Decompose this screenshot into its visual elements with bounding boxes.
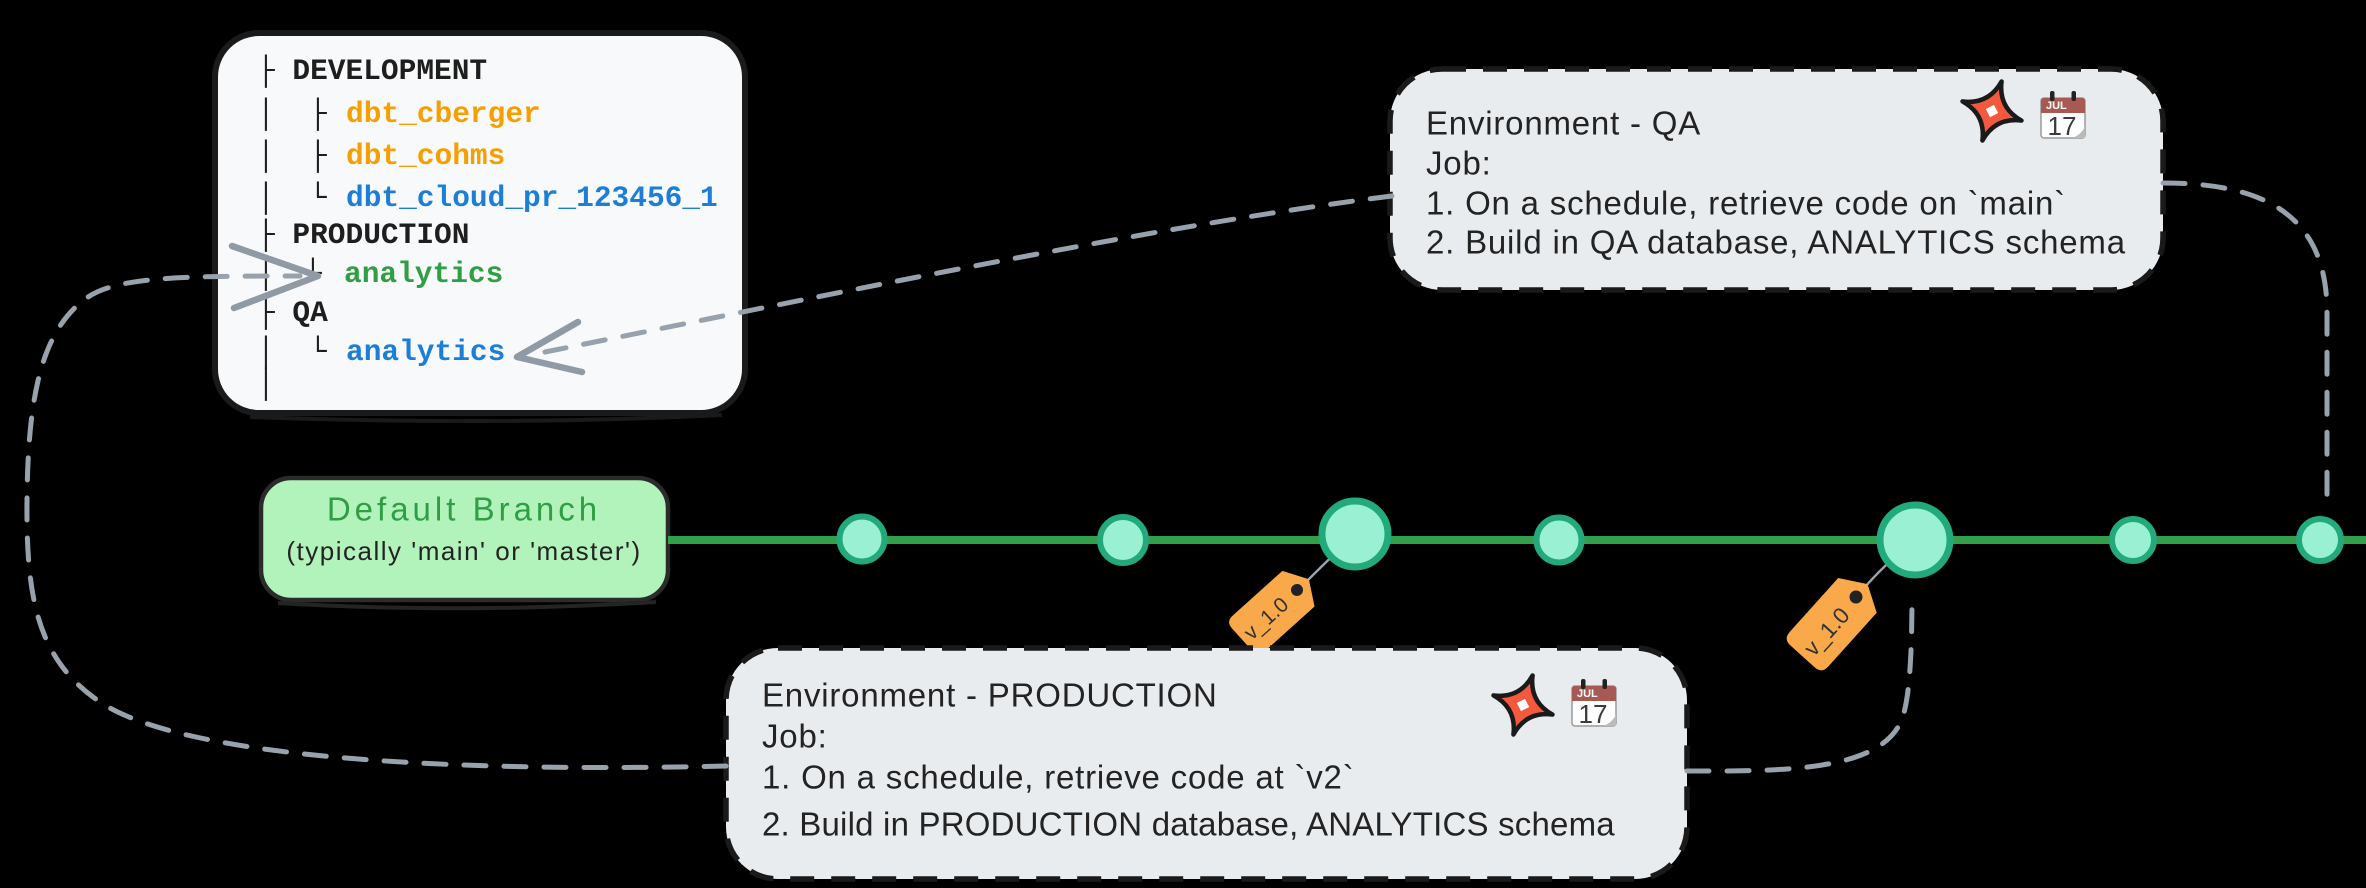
- svg-text:├: ├: [309, 97, 327, 131]
- svg-text:Default Branch: Default Branch: [327, 491, 601, 528]
- svg-text:│: │: [257, 367, 275, 401]
- svg-text:└: └: [309, 335, 327, 369]
- svg-text:├ PRODUCTION: ├ PRODUCTION: [257, 218, 469, 252]
- svg-text:Environment - QA: Environment - QA: [1426, 105, 1701, 142]
- svg-text:dbt_cberger: dbt_cberger: [346, 97, 541, 131]
- svg-text:analytics: analytics: [346, 335, 505, 369]
- svg-text:│: │: [257, 181, 275, 215]
- svg-text:├: ├: [309, 139, 327, 173]
- svg-text:dbt_cloud_pr_123456_1: dbt_cloud_pr_123456_1: [346, 181, 718, 215]
- svg-text:└: └: [309, 181, 327, 215]
- svg-text:(typically 'main' or 'master'): (typically 'main' or 'master'): [286, 536, 641, 566]
- svg-text:│: │: [257, 139, 275, 173]
- svg-text:2. Build in QA database, ANALY: 2. Build in QA database, ANALYTICS schem…: [1426, 224, 2126, 261]
- svg-text:1. On a schedule, retrieve cod: 1. On a schedule, retrieve code at `v2`: [762, 759, 1355, 796]
- svg-text:├ DEVELOPMENT: ├ DEVELOPMENT: [257, 54, 487, 88]
- svg-text:Job:: Job:: [762, 718, 828, 755]
- svg-text:Job:: Job:: [1426, 145, 1492, 182]
- svg-text:│: │: [257, 335, 275, 369]
- svg-text:├ QA: ├ QA: [257, 296, 328, 330]
- svg-text:2. Build in PRODUCTION databas: 2. Build in PRODUCTION database, ANALYTI…: [762, 806, 1615, 843]
- svg-text:dbt_cohms: dbt_cohms: [346, 139, 505, 173]
- svg-text:analytics: analytics: [344, 257, 503, 291]
- svg-text:Environment - PRODUCTION: Environment - PRODUCTION: [762, 677, 1218, 714]
- svg-text:│: │: [257, 97, 275, 131]
- svg-text:1. On a schedule, retrieve cod: 1. On a schedule, retrieve code on `main…: [1426, 185, 2066, 222]
